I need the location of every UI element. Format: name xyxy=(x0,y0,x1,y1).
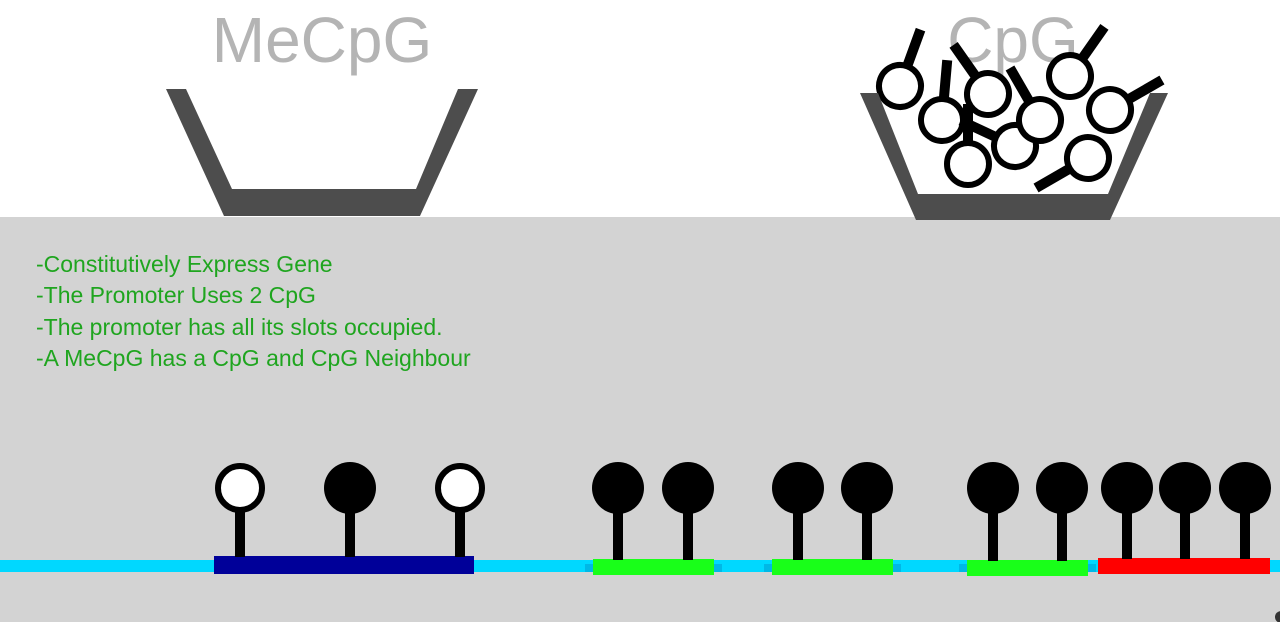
methylated-cpg-marker xyxy=(1159,462,1211,559)
methylated-cpg-marker xyxy=(662,462,714,560)
pooled-cpg-marker xyxy=(1046,23,1109,100)
strand-segments xyxy=(214,556,1270,576)
methylated-cpg-marker xyxy=(592,462,644,560)
pooled-cpg-marker xyxy=(1033,134,1112,193)
pooled-cpg-marker xyxy=(944,104,992,188)
notes-block: -Constitutively Express Gene -The Promot… xyxy=(36,251,471,371)
note-line: -Constitutively Express Gene xyxy=(36,251,333,277)
mecpg-bin xyxy=(166,89,478,216)
pooled-cpg-marker xyxy=(1086,75,1165,134)
note-line: -A MeCpG has a CpG and CpG Neighbour xyxy=(36,345,471,371)
pooled-cpg-marker xyxy=(1005,65,1064,144)
edge-dot xyxy=(1275,611,1280,622)
promoter-segment xyxy=(214,556,474,574)
methylated-cpg-marker xyxy=(1036,462,1088,561)
methylated-cpg-marker xyxy=(1101,462,1153,559)
gene-segment xyxy=(772,559,893,575)
methylated-cpg-marker xyxy=(967,462,1019,561)
cpg-markers xyxy=(215,462,1271,561)
unmethylated-cpg-marker xyxy=(435,463,485,557)
gene-segment xyxy=(967,560,1088,576)
cpg-pool xyxy=(876,23,1165,193)
unmethylated-cpg-marker xyxy=(215,463,265,557)
terminator-segment xyxy=(1098,558,1270,574)
mecpg-bin-label: MeCpG xyxy=(212,4,433,76)
cpg-bin xyxy=(860,93,1168,220)
methylated-cpg-marker xyxy=(772,462,824,560)
gene-segment xyxy=(593,559,714,575)
methylated-cpg-marker xyxy=(1219,462,1271,559)
methylated-cpg-marker xyxy=(841,462,893,560)
note-line: -The promoter has all its slots occupied… xyxy=(36,314,443,340)
note-line: -The Promoter Uses 2 CpG xyxy=(36,282,316,308)
pooled-cpg-marker xyxy=(876,27,926,110)
methylated-cpg-marker xyxy=(324,462,376,557)
